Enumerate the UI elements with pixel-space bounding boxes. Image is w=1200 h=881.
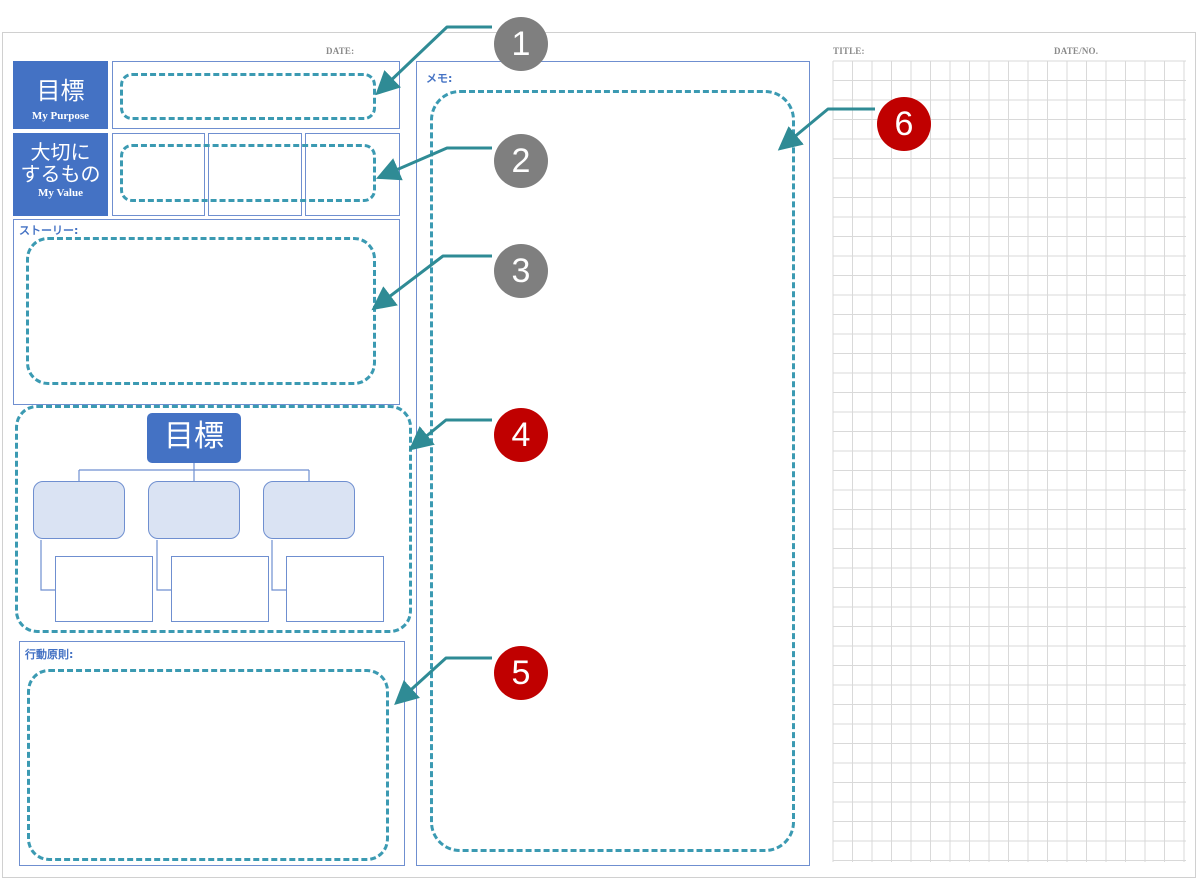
planner-sheet [2,32,1196,878]
principles-box[interactable] [19,641,405,866]
callout-badge-5: 5 [494,646,548,700]
callout-badge-6: 6 [877,97,931,151]
story-label: ストーリー: [19,224,79,237]
purpose-highlight [120,73,376,120]
goal-action-box-3[interactable] [286,556,384,622]
memo-label: メモ: [426,72,453,85]
value-label: 大切に するもの My Value [13,133,108,216]
value-highlight [120,144,376,202]
callout-badge-2: 2 [494,134,548,188]
purpose-jp: 目標 [36,77,85,105]
goal-sub-box-1[interactable] [33,481,125,539]
story-highlight [26,237,376,385]
principles-label: 行動原則: [25,648,74,661]
callout-badge-4: 4 [494,408,548,462]
date-no-label: DATE/NO. [1054,46,1099,56]
goal-sub-box-3[interactable] [263,481,355,539]
principles-highlight [27,669,389,861]
date-label: DATE: [326,46,355,56]
value-jp-line2: するもの [20,162,101,186]
purpose-en: My Purpose [31,110,90,122]
goal-tree-highlight [15,405,412,633]
goal-root-box[interactable]: 目標 [147,413,241,463]
memo-box[interactable] [416,61,810,866]
callout-badge-3: 3 [494,244,548,298]
callout-badge-1: 1 [494,17,548,71]
purpose-label: 目標 My Purpose [13,61,108,129]
goal-action-box-2[interactable] [171,556,269,622]
story-box[interactable] [13,219,400,405]
memo-highlight [430,90,795,852]
value-jp-line1: 大切に [30,140,91,164]
title-label: TITLE: [833,46,865,56]
value-en: My Value [38,187,83,199]
goal-sub-box-2[interactable] [148,481,240,539]
goal-action-box-1[interactable] [55,556,153,622]
